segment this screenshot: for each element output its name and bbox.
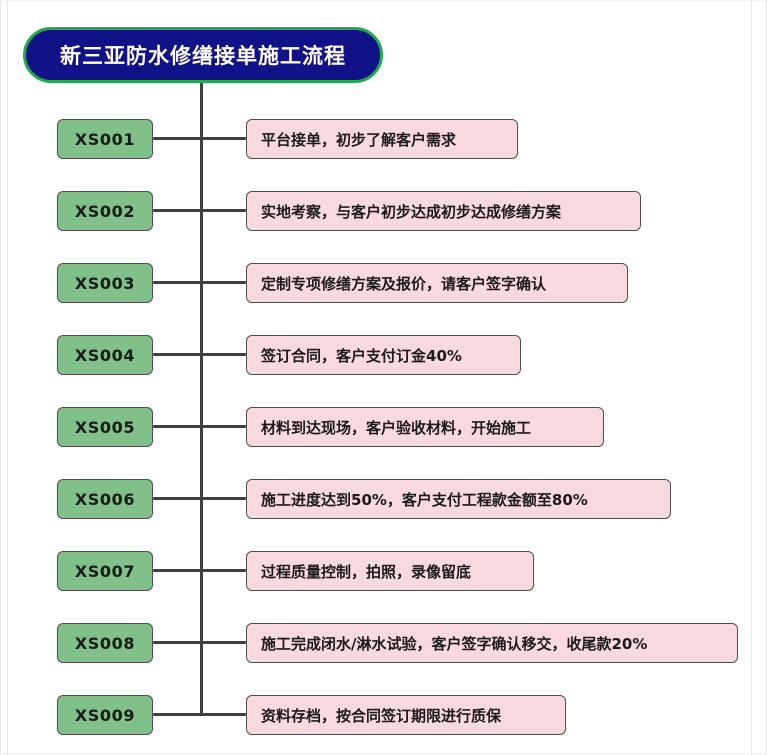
connector-line-left <box>153 569 203 572</box>
step-code-label: XS008 <box>74 633 136 653</box>
connector-line-left <box>153 425 203 428</box>
connector-line-right <box>201 281 246 284</box>
step-code-node[interactable]: XS007 <box>57 551 153 591</box>
page-frame-line-right <box>751 1 752 755</box>
step-code-label: XS003 <box>74 273 136 293</box>
page-frame-line-left <box>7 1 8 755</box>
step-code-label: XS001 <box>74 129 136 149</box>
step-code-node[interactable]: XS005 <box>57 407 153 447</box>
connector-line-left <box>153 281 203 284</box>
step-code-node[interactable]: XS004 <box>57 335 153 375</box>
connector-line-right <box>201 569 246 572</box>
flowchart-step-row: XS007 过程质量控制，拍照，录像留底 <box>1 551 767 591</box>
step-code-label: XS007 <box>74 561 136 581</box>
connector-line-left <box>153 137 203 140</box>
connector-line-right <box>201 353 246 356</box>
step-description-node[interactable]: 签订合同，客户支付订金40% <box>246 335 521 375</box>
step-code-node[interactable]: XS003 <box>57 263 153 303</box>
step-description-node[interactable]: 施工完成闭水/淋水试验，客户签字确认移交，收尾款20% <box>246 623 738 663</box>
step-code-label: XS004 <box>74 345 136 365</box>
step-description-text: 施工进度达到50%，客户支付工程款金额至80% <box>261 490 588 509</box>
step-description-node[interactable]: 资料存档，按合同签订期限进行质保 <box>246 695 566 735</box>
step-code-node[interactable]: XS001 <box>57 119 153 159</box>
connector-line-left <box>153 713 203 716</box>
step-description-text: 资料存档，按合同签订期限进行质保 <box>261 706 502 725</box>
connector-line-right <box>201 425 246 428</box>
step-code-node[interactable]: XS009 <box>57 695 153 735</box>
flowchart-step-row: XS002 实地考察，与客户初步达成初步达成修缮方案 <box>1 191 767 231</box>
flowchart-step-row: XS008 施工完成闭水/淋水试验，客户签字确认移交，收尾款20% <box>1 623 767 663</box>
step-code-label: XS006 <box>74 489 136 509</box>
flowchart-title-node: 新三亚防水修缮接单施工流程 <box>23 27 383 83</box>
step-description-text: 平台接单，初步了解客户需求 <box>261 130 457 149</box>
step-code-label: XS009 <box>74 705 136 725</box>
connector-line-right <box>201 713 246 716</box>
step-description-text: 过程质量控制，拍照，录像留底 <box>261 562 472 581</box>
flowchart-title-text: 新三亚防水修缮接单施工流程 <box>60 44 346 68</box>
step-code-node[interactable]: XS006 <box>57 479 153 519</box>
step-code-label: XS005 <box>74 417 136 437</box>
flowchart-step-row: XS006 施工进度达到50%，客户支付工程款金额至80% <box>1 479 767 519</box>
connector-line-left <box>153 209 203 212</box>
connector-line-right <box>201 641 246 644</box>
trunk-connector-line <box>200 83 203 715</box>
connector-line-right <box>201 209 246 212</box>
step-description-node[interactable]: 施工进度达到50%，客户支付工程款金额至80% <box>246 479 671 519</box>
step-code-node[interactable]: XS008 <box>57 623 153 663</box>
step-description-node[interactable]: 实地考察，与客户初步达成初步达成修缮方案 <box>246 191 641 231</box>
connector-line-right <box>201 497 246 500</box>
step-code-node[interactable]: XS002 <box>57 191 153 231</box>
step-description-text: 签订合同，客户支付订金40% <box>261 346 462 365</box>
step-description-text: 实地考察，与客户初步达成初步达成修缮方案 <box>261 202 562 221</box>
flowchart-step-row: XS003 定制专项修缮方案及报价，请客户签字确认 <box>1 263 767 303</box>
connector-line-right <box>201 137 246 140</box>
step-description-text: 定制专项修缮方案及报价，请客户签字确认 <box>261 274 547 293</box>
step-description-text: 材料到达现场，客户验收材料，开始施工 <box>261 418 532 437</box>
flowchart-step-row: XS004 签订合同，客户支付订金40% <box>1 335 767 375</box>
step-description-node[interactable]: 平台接单，初步了解客户需求 <box>246 119 518 159</box>
step-description-node[interactable]: 材料到达现场，客户验收材料，开始施工 <box>246 407 604 447</box>
step-description-text: 施工完成闭水/淋水试验，客户签字确认移交，收尾款20% <box>261 634 648 653</box>
step-description-node[interactable]: 定制专项修缮方案及报价，请客户签字确认 <box>246 263 628 303</box>
flowchart-step-row: XS009 资料存档，按合同签订期限进行质保 <box>1 695 767 735</box>
connector-line-left <box>153 497 203 500</box>
flowchart-step-row: XS001 平台接单，初步了解客户需求 <box>1 119 767 159</box>
connector-line-left <box>153 353 203 356</box>
flowchart-step-row: XS005 材料到达现场，客户验收材料，开始施工 <box>1 407 767 447</box>
connector-line-left <box>153 641 203 644</box>
step-description-node[interactable]: 过程质量控制，拍照，录像留底 <box>246 551 534 591</box>
step-code-label: XS002 <box>74 201 136 221</box>
